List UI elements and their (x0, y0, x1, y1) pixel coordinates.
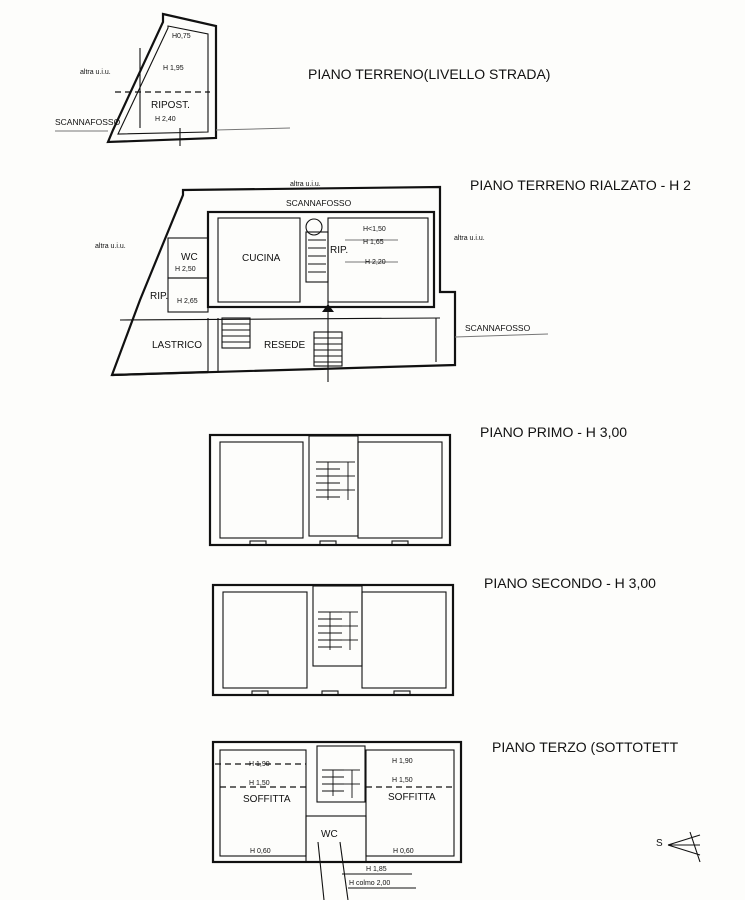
rialzato-rip-right: RIP. (330, 245, 348, 256)
rialzato-resede: RESEDE (264, 340, 305, 351)
terzo-left-h2: H 1,50 (249, 780, 270, 787)
rialzato-h-b: H 1,65 (363, 239, 384, 246)
terzo-left-h1: H 1,90 (249, 761, 270, 768)
terreno-altra-uiu: altra u.i.u. (80, 69, 111, 76)
rialzato-wc: WC (181, 252, 198, 263)
terzo-right-soffitta: SOFFITTA (388, 792, 436, 803)
rialzato-altra-uiu-top: altra u.i.u. (290, 181, 321, 188)
rialzato-altra-uiu-left: altra u.i.u. (95, 243, 126, 250)
plan-piano-secondo: PIANO SECONDO - H 3,00 (211, 575, 656, 697)
plan-piano-terzo: H 1,90 H 1,50 SOFFITTA H 0,60 H 1,90 H 1… (211, 739, 679, 900)
title-piano-terreno: PIANO TERRENO(LIVELLO STRADA) (308, 66, 550, 82)
terreno-room-height: H 2,40 (155, 116, 176, 123)
title-piano-rialzato: PIANO TERRENO RIALZATO - H 2 (470, 177, 691, 193)
north-arrow-icon: S (656, 831, 701, 863)
terzo-right-h1: H 1,90 (392, 758, 413, 765)
terreno-h-mid: H 1,95 (163, 65, 184, 72)
rialzato-wc-height: H 2,50 (175, 266, 196, 273)
rialzato-scannafosso-top: SCANNAFOSSO (286, 198, 352, 208)
rialzato-rip-left: RIP. (150, 291, 168, 302)
terzo-h-colmo: H colmo 2,00 (349, 880, 390, 887)
plan-piano-rialzato: altra u.i.u. altra u.i.u. altra u.i.u. S… (95, 177, 691, 382)
terreno-scannafosso: SCANNAFOSSO (55, 117, 121, 127)
terzo-right-h2: H 1,50 (392, 777, 413, 784)
title-piano-terzo: PIANO TERZO (SOTTOTETT (492, 739, 679, 755)
rialzato-cucina: CUCINA (242, 253, 281, 264)
plan-piano-primo: PIANO PRIMO - H 3,00 (208, 424, 627, 547)
rialzato-scannafosso-right: SCANNAFOSSO (465, 323, 531, 333)
rialzato-rip-left-height: H 2,65 (177, 298, 198, 305)
rialzato-h-a: H<1,50 (363, 226, 386, 233)
orientation-label: S (656, 838, 663, 849)
rialzato-lastrico: LASTRICO (152, 340, 202, 351)
terzo-wc: WC (321, 829, 338, 840)
rialzato-altra-uiu-right: altra u.i.u. (454, 235, 485, 242)
title-piano-secondo: PIANO SECONDO - H 3,00 (484, 575, 656, 591)
title-piano-primo: PIANO PRIMO - H 3,00 (480, 424, 627, 440)
terreno-h-top: H0,75 (172, 33, 191, 40)
terzo-left-soffitta: SOFFITTA (243, 794, 291, 805)
rialzato-h-c: H 2,20 (365, 259, 386, 266)
plan-piano-terreno: H0,75 H 1,95 RIPOST. H 2,40 altra u.i.u.… (55, 12, 550, 146)
terzo-left-h3: H 0,60 (250, 848, 271, 855)
terreno-room-ripost: RIPOST. (151, 100, 190, 111)
terzo-wc-height: H 1,85 (366, 866, 387, 873)
terzo-right-h3: H 0,60 (393, 848, 414, 855)
